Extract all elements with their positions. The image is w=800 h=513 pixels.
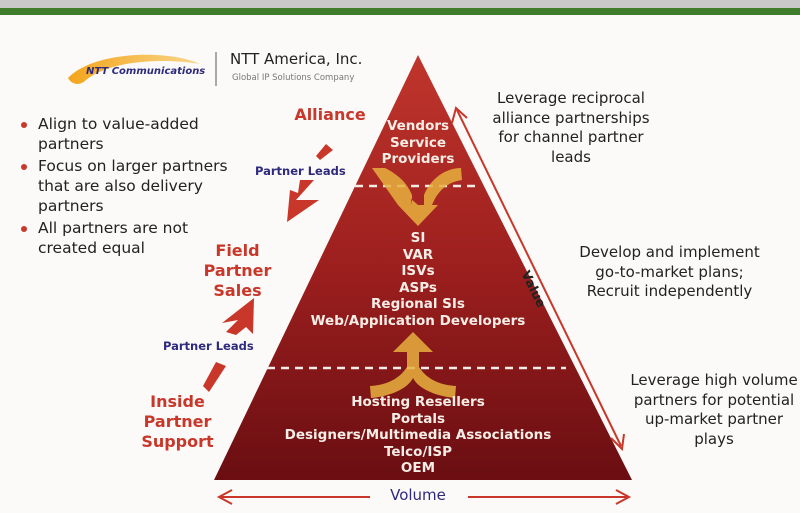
tier-item: OEM xyxy=(400,460,436,476)
tier-item: Designers/Multimedia Associations xyxy=(284,427,552,443)
bullet-item: All partners are not created equal xyxy=(18,218,248,258)
bullet-dot-icon xyxy=(21,226,27,232)
note-inside: Leverage high volume partners for potent… xyxy=(630,371,798,448)
header-green-bar xyxy=(0,8,800,15)
converge-arrow-icon xyxy=(372,168,462,226)
ntt-logo: NTT Communications xyxy=(86,66,205,77)
tier-item: Providers xyxy=(381,151,455,167)
up-partner-leads-arrow-icon xyxy=(203,298,254,392)
pyramid xyxy=(214,55,632,480)
tier-item: Web/Application Developers xyxy=(310,312,526,329)
partner-leads-label-top: Partner Leads xyxy=(255,164,346,178)
bullet-text: Align to value-added partners xyxy=(38,115,199,153)
tier-item: Telco/ISP xyxy=(383,443,453,460)
bullet-list: Align to value-added partners Focus on l… xyxy=(18,114,248,260)
top-border xyxy=(0,0,800,8)
down-partner-leads-arrow-icon xyxy=(287,144,333,222)
bullet-text: Focus on larger partners that are also d… xyxy=(38,157,228,215)
alliance-label: Alliance xyxy=(294,105,366,124)
value-arrow xyxy=(451,106,625,452)
volume-label: Volume xyxy=(390,486,446,504)
tier-item: ISVs xyxy=(401,263,435,279)
tier-item: Vendors xyxy=(386,118,450,134)
logo-text: NTT Communications xyxy=(86,66,206,77)
pyramid-tier-middle: SI VAR ISVs ASPs Regional SIs Web/Applic… xyxy=(288,230,548,329)
bullet-text: All partners are not created equal xyxy=(38,219,189,257)
diverge-arrow-icon xyxy=(370,332,456,398)
tier-item: Hosting Resellers xyxy=(351,394,485,410)
tier-item: Regional SIs xyxy=(371,296,465,312)
field-partner-sales-label: Field Partner Sales xyxy=(203,241,272,300)
ntt-logo-swoosh xyxy=(68,54,200,84)
tier-item: ASPs xyxy=(399,279,437,296)
pyramid-tier-bottom: Hosting Resellers Portals Designers/Mult… xyxy=(258,394,578,477)
pyramid-tier-top: Vendors Service Providers xyxy=(348,118,488,168)
note-field: Develop and implement go-to-market plans… xyxy=(579,243,760,300)
tier-item: Service xyxy=(389,134,447,151)
bullet-dot-icon xyxy=(21,122,27,128)
bullet-dot-icon xyxy=(21,164,27,170)
bullet-item: Align to value-added partners xyxy=(18,114,248,154)
company-tagline: Global IP Solutions Company xyxy=(232,73,355,83)
company-name: NTT America, Inc. xyxy=(230,50,363,68)
inside-partner-support-label: Inside Partner Support xyxy=(141,392,214,451)
tier-item: SI xyxy=(410,230,426,246)
tier-item: Portals xyxy=(390,410,446,427)
bullet-item: Focus on larger partners that are also d… xyxy=(18,156,248,216)
partner-leads-label-bottom: Partner Leads xyxy=(163,339,254,353)
volume-arrow xyxy=(216,489,632,505)
tier-item: VAR xyxy=(402,246,434,263)
note-alliance: Leverage reciprocal alliance partnership… xyxy=(492,89,650,166)
